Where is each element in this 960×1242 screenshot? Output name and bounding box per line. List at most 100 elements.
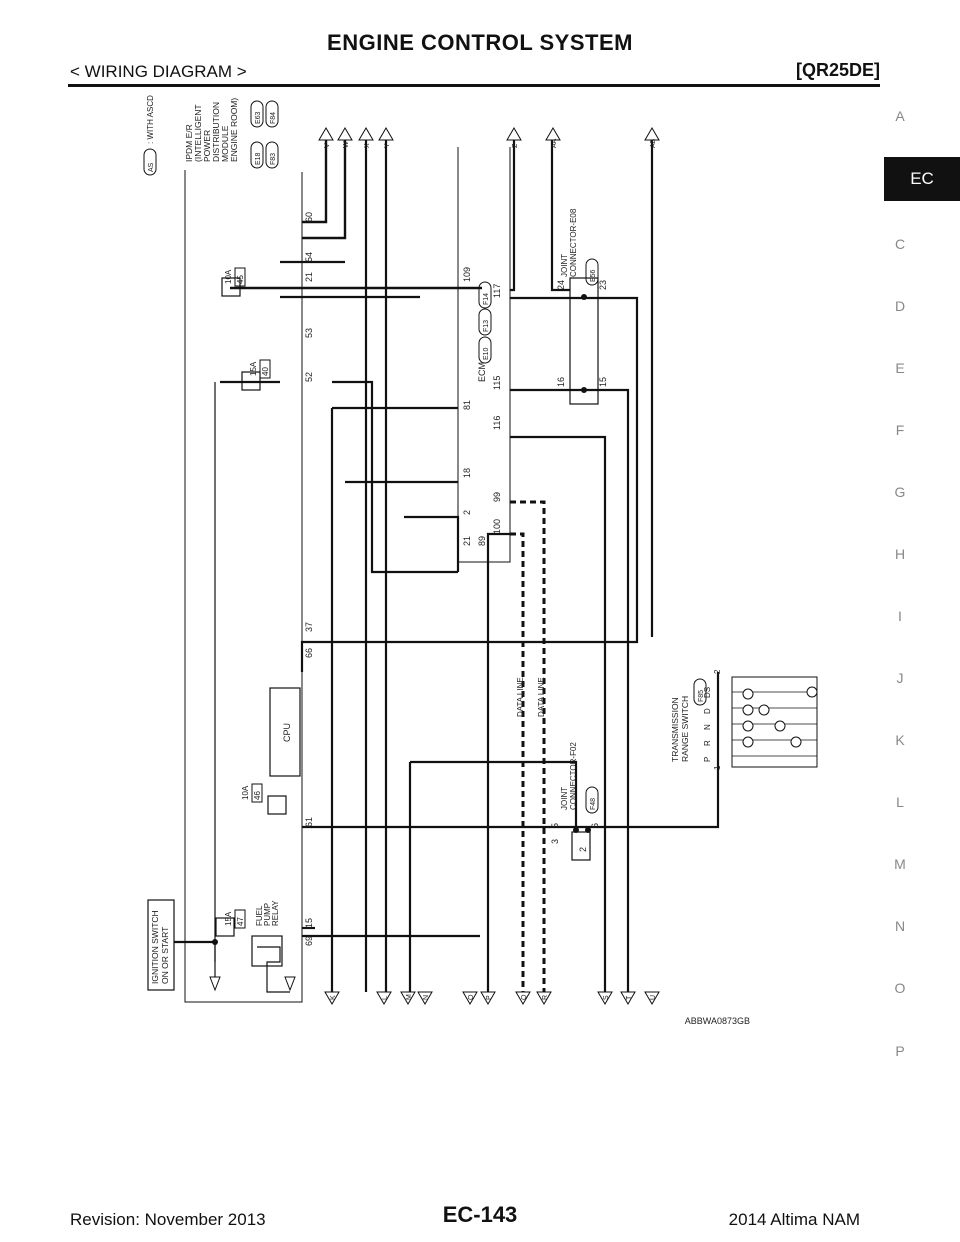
data-line-label-2: DATA LINE xyxy=(537,677,546,717)
ecm-box xyxy=(457,147,511,563)
section-index-k[interactable]: K xyxy=(895,732,905,748)
bot-conn-O xyxy=(462,991,478,1005)
wire-aa xyxy=(550,140,570,292)
joint-e08-label-1: CONNECTOR-E08 xyxy=(569,208,578,277)
joint-e08-pin-2: 16 xyxy=(556,377,566,387)
section-index-j[interactable]: J xyxy=(896,670,904,686)
ipdm-conn-e63: E63 xyxy=(255,111,262,124)
section-index-o[interactable]: O xyxy=(894,980,906,996)
section-index-e[interactable]: E xyxy=(895,360,905,376)
fuse-box-1 xyxy=(259,359,271,379)
top-conn-Y xyxy=(378,127,394,141)
joint-e08-conn: E56 xyxy=(590,269,597,282)
trs-pin-1: 1 xyxy=(713,765,722,770)
top-conn-V xyxy=(318,127,334,141)
fuse-box-2 xyxy=(251,783,263,803)
ecm-pin-99-7: 99 xyxy=(492,492,502,502)
top-conn-label-Z: Z xyxy=(512,143,519,148)
top-conn-label-AA: AA xyxy=(551,138,558,148)
trs-contact-1 xyxy=(742,704,754,716)
ipdm-conn-e18: E18 xyxy=(255,152,262,165)
wire-52-ecm21 xyxy=(332,380,458,574)
fuse-15a-47-sym xyxy=(215,917,235,937)
relay-label-0: FUEL xyxy=(255,905,264,926)
bot-conn-label-R: R xyxy=(542,995,549,1000)
bot-conn-M xyxy=(400,991,416,1005)
ecm-pin-89-10: 89 xyxy=(477,536,487,546)
ipdm-pin-52-4: 52 xyxy=(304,372,314,382)
section-index-f[interactable]: F xyxy=(895,422,905,438)
ascd-note-text: : WITH ASCD xyxy=(146,95,155,144)
ecm-conn-f14: F14 xyxy=(483,293,490,305)
bot-conn-Q xyxy=(515,991,531,1005)
section-index-c[interactable]: C xyxy=(894,236,906,252)
fuse-15a-40-sym xyxy=(241,371,261,391)
wire-v xyxy=(302,140,328,224)
ipdm-conn-f84: F84 xyxy=(270,112,277,124)
top-conn-label-W: W xyxy=(343,141,350,148)
joint-e08-pin-1: 23 xyxy=(598,280,608,290)
section-index-d[interactable]: D xyxy=(894,298,906,314)
wire-116 xyxy=(510,435,607,992)
trs-contact-5 xyxy=(774,720,786,732)
bot-conn-label-K: K xyxy=(330,995,337,1000)
fuse-no-3: 47 xyxy=(236,917,245,926)
joint-f02-pin-0: 5 xyxy=(550,823,560,828)
page-title: ENGINE CONTROL SYSTEM xyxy=(327,30,633,55)
joint-f02-node-2 xyxy=(585,827,591,833)
joint-f02-label-1: CONNECTOR-F02 xyxy=(569,742,578,810)
trs-pos-N: N xyxy=(703,724,712,730)
ecm-pin-81-2: 81 xyxy=(462,400,472,410)
section-index-l[interactable]: L xyxy=(896,794,904,810)
section-index-g[interactable]: G xyxy=(894,484,906,500)
section-index-n[interactable]: N xyxy=(894,918,906,934)
bot-conn-P xyxy=(480,991,496,1005)
joint-e08-box xyxy=(569,277,599,405)
top-conn-X xyxy=(358,127,374,141)
ipdm-conn-f84-frame xyxy=(265,100,279,128)
wire-2 xyxy=(404,515,460,572)
fuse-amp-3: 15A xyxy=(224,911,233,926)
joint-e08-pin-3: 15 xyxy=(598,377,608,387)
engine-code: [QR25DE] xyxy=(795,60,880,80)
trs-contact-0 xyxy=(742,688,754,700)
ecm-conn-e10-frame xyxy=(478,336,492,364)
fuse-amp-1: 15A xyxy=(249,361,258,376)
wire-z xyxy=(510,140,516,292)
section-index-p[interactable]: P xyxy=(895,1043,905,1059)
bot-conn-label-O: O xyxy=(468,994,475,1000)
trs-pin-2: 2 xyxy=(713,669,722,674)
trs-conn-frame xyxy=(693,678,707,706)
ipdm-pin-61-7: 61 xyxy=(304,817,314,827)
ipdm-title-2: POWER xyxy=(202,130,212,162)
section-index-active[interactable]: EC xyxy=(884,157,960,201)
ecm-pin-117-1: 117 xyxy=(492,284,502,298)
section-index-a[interactable]: A xyxy=(895,108,905,124)
joint-f02-box xyxy=(571,831,591,861)
ecm-pin-100-8: 100 xyxy=(492,519,502,534)
trs-contact-6 xyxy=(790,736,802,748)
bot-conn-label-T: T xyxy=(626,995,633,1000)
ipdm-conn-e18-frame xyxy=(250,141,264,169)
bot-conn-label-Q: Q xyxy=(521,994,528,1000)
top-conn-AA xyxy=(545,127,561,141)
ipdm-conn-f83: F83 xyxy=(270,153,277,165)
section-index-i[interactable]: I xyxy=(898,608,902,624)
joint-f02-label-0: JOINT xyxy=(560,787,569,810)
wire-89 xyxy=(486,532,510,992)
bot-conn-S xyxy=(597,991,613,1005)
ipdm-pin-69-9: 69 xyxy=(304,936,314,946)
header-rule xyxy=(68,84,880,87)
wire-layer xyxy=(143,100,818,1005)
ipdm-pin-37-5: 37 xyxy=(304,622,314,632)
trs-label-0: TRANSMISSION xyxy=(670,697,680,762)
top-conn-Z xyxy=(506,127,522,141)
trs-contact-4 xyxy=(758,704,770,716)
ecm-conn-f13-frame xyxy=(478,308,492,336)
ipdm-conn-e63-frame xyxy=(250,100,264,128)
ipdm-pin-54-1: 54 xyxy=(304,252,314,262)
section-index-m[interactable]: M xyxy=(894,856,906,872)
ipdm-pin-53-3: 53 xyxy=(304,328,314,338)
section-index-h[interactable]: H xyxy=(894,546,906,562)
